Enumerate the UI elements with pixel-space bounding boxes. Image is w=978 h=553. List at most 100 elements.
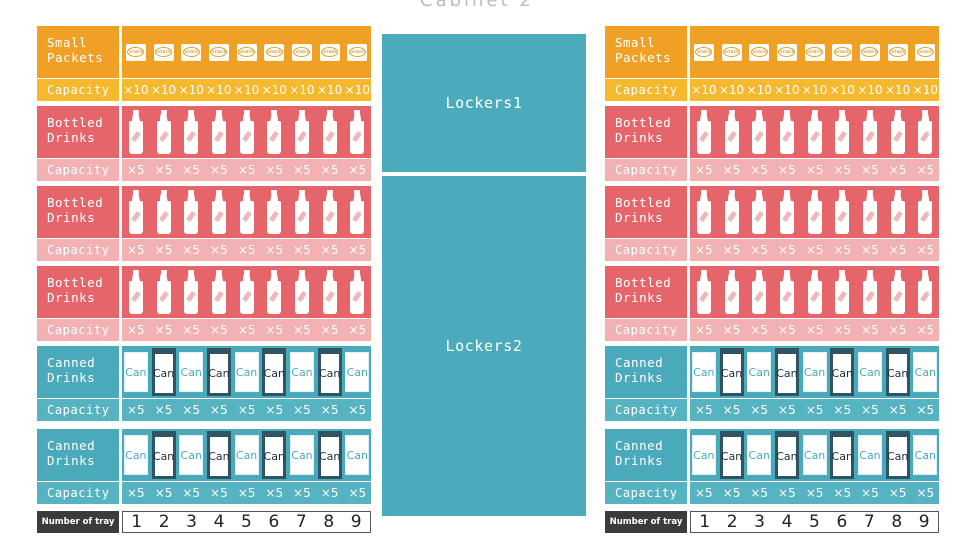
slot-5[interactable] [233, 106, 261, 158]
slot-7[interactable]: Snack [288, 26, 316, 78]
slot-9[interactable]: Snack [344, 26, 372, 78]
slot-6[interactable]: Snack [260, 26, 288, 78]
slot-8[interactable]: Snack [884, 26, 912, 78]
slot-7[interactable]: Can [856, 346, 884, 398]
slot-2[interactable]: Can [150, 346, 178, 398]
slot-2[interactable]: Can [718, 346, 746, 398]
slot-9[interactable]: Can [912, 429, 940, 481]
slot-7[interactable] [288, 266, 316, 318]
slot-1[interactable]: Snack [690, 26, 718, 78]
slot-6[interactable] [828, 186, 856, 238]
slot-3[interactable]: Can [745, 429, 773, 481]
slot-4[interactable]: Snack [773, 26, 801, 78]
slot-3[interactable]: Snack [745, 26, 773, 78]
slot-8[interactable]: Can [884, 346, 912, 398]
slot-5[interactable] [233, 266, 261, 318]
slot-2[interactable]: Can [718, 429, 746, 481]
slot-8[interactable]: Can [316, 429, 344, 481]
slot-7[interactable] [856, 106, 884, 158]
slot-9[interactable]: Snack [912, 26, 940, 78]
slot-9[interactable]: Can [912, 346, 940, 398]
slot-3[interactable] [745, 186, 773, 238]
slot-2[interactable] [718, 266, 746, 318]
slot-2[interactable] [150, 186, 178, 238]
slot-3[interactable] [177, 266, 205, 318]
slot-4[interactable] [773, 266, 801, 318]
slot-7[interactable]: Can [288, 429, 316, 481]
slot-3[interactable]: Snack [177, 26, 205, 78]
slot-6[interactable]: Can [828, 429, 856, 481]
slot-1[interactable]: Can [690, 346, 718, 398]
slot-9[interactable] [344, 266, 372, 318]
slot-2[interactable] [150, 106, 178, 158]
slot-8[interactable]: Can [884, 429, 912, 481]
slot-1[interactable] [690, 106, 718, 158]
slot-8[interactable] [884, 186, 912, 238]
slot-7[interactable]: Can [856, 429, 884, 481]
slot-4[interactable] [205, 186, 233, 238]
slot-6[interactable]: Can [260, 346, 288, 398]
slot-4[interactable]: Snack [205, 26, 233, 78]
slot-8[interactable] [316, 106, 344, 158]
slot-5[interactable]: Can [801, 346, 829, 398]
slot-5[interactable]: Snack [801, 26, 829, 78]
slot-5[interactable]: Can [233, 429, 261, 481]
slot-5[interactable]: Snack [233, 26, 261, 78]
slot-7[interactable]: Snack [856, 26, 884, 78]
slot-2[interactable]: Snack [718, 26, 746, 78]
slot-8[interactable] [316, 266, 344, 318]
slot-2[interactable]: Can [150, 429, 178, 481]
slot-3[interactable] [177, 106, 205, 158]
slot-3[interactable]: Can [177, 429, 205, 481]
slot-5[interactable] [801, 106, 829, 158]
slot-6[interactable] [828, 266, 856, 318]
slot-2[interactable] [150, 266, 178, 318]
slot-1[interactable]: Can [122, 429, 150, 481]
slot-7[interactable]: Can [288, 346, 316, 398]
slot-5[interactable]: Can [233, 346, 261, 398]
slot-3[interactable]: Can [177, 346, 205, 398]
slot-9[interactable] [912, 266, 940, 318]
slot-4[interactable] [773, 186, 801, 238]
slot-5[interactable] [801, 186, 829, 238]
slot-1[interactable]: Can [690, 429, 718, 481]
slot-6[interactable] [828, 106, 856, 158]
slot-4[interactable]: Can [773, 346, 801, 398]
slot-1[interactable]: Snack [122, 26, 150, 78]
slot-4[interactable]: Can [773, 429, 801, 481]
slot-6[interactable] [260, 106, 288, 158]
slot-4[interactable]: Can [205, 346, 233, 398]
locker-1[interactable]: Lockers1 [382, 34, 586, 172]
slot-1[interactable]: Can [122, 346, 150, 398]
slot-4[interactable] [773, 106, 801, 158]
slot-1[interactable] [122, 186, 150, 238]
slot-1[interactable] [690, 186, 718, 238]
slot-8[interactable]: Snack [316, 26, 344, 78]
slot-8[interactable] [316, 186, 344, 238]
slot-3[interactable] [177, 186, 205, 238]
slot-8[interactable]: Can [316, 346, 344, 398]
slot-5[interactable] [233, 186, 261, 238]
slot-2[interactable] [718, 186, 746, 238]
slot-6[interactable] [260, 186, 288, 238]
slot-7[interactable] [856, 186, 884, 238]
slot-5[interactable] [801, 266, 829, 318]
slot-6[interactable]: Snack [828, 26, 856, 78]
slot-9[interactable] [344, 186, 372, 238]
slot-7[interactable] [288, 106, 316, 158]
slot-7[interactable] [856, 266, 884, 318]
slot-4[interactable] [205, 266, 233, 318]
slot-1[interactable] [122, 106, 150, 158]
slot-7[interactable] [288, 186, 316, 238]
slot-8[interactable] [884, 266, 912, 318]
slot-3[interactable]: Can [745, 346, 773, 398]
slot-3[interactable] [745, 266, 773, 318]
locker-2[interactable]: Lockers2 [382, 176, 586, 516]
slot-9[interactable] [912, 106, 940, 158]
slot-6[interactable] [260, 266, 288, 318]
slot-6[interactable]: Can [828, 346, 856, 398]
slot-6[interactable]: Can [260, 429, 288, 481]
slot-1[interactable] [122, 266, 150, 318]
slot-5[interactable]: Can [801, 429, 829, 481]
slot-9[interactable]: Can [344, 429, 372, 481]
